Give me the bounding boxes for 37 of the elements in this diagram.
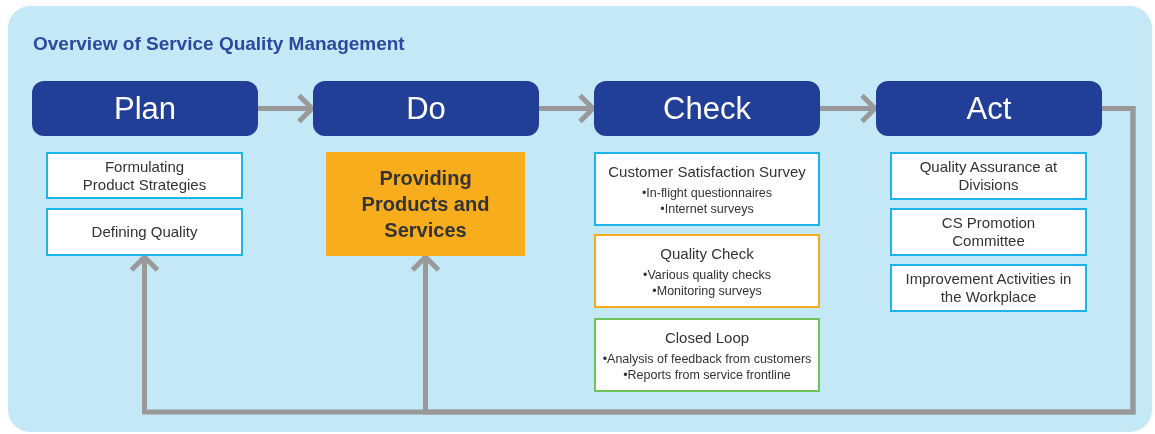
box-label: Improvement Activities in the Workplace (904, 270, 1073, 306)
arrow (258, 93, 315, 124)
process-box (46, 208, 243, 256)
phase-label: Check (663, 90, 751, 127)
process-box (594, 152, 820, 226)
process-box (890, 264, 1087, 312)
process-box (46, 152, 243, 199)
arrow (410, 106, 1136, 415)
phase-header (32, 81, 258, 136)
bullet-item: •Monitoring surveys (652, 282, 762, 299)
phase-header (876, 81, 1102, 136)
box-label: Quality Check (660, 243, 754, 264)
box-label: CS Promotion Committee (940, 214, 1037, 250)
process-box (594, 318, 820, 392)
box-label: Closed Loop (664, 327, 750, 348)
bullet-item: •Reports from service frontline (623, 366, 791, 383)
box-label: Defining Quality (91, 223, 198, 241)
diagram-title: Overview of Service Quality Management (33, 33, 405, 55)
bullet-item: •Internet surveys (660, 200, 754, 217)
bullet-item: •Various quality checks (643, 266, 771, 283)
bullet-item: •In-flight questionnaires (641, 184, 773, 201)
process-box (890, 208, 1087, 256)
box-label: Providing Products and Services (360, 166, 491, 243)
phase-header (313, 81, 539, 136)
box-label: Formulating Product Strategies (81, 157, 208, 194)
process-box (890, 152, 1087, 200)
highlight-box (326, 152, 525, 256)
arrow (820, 93, 878, 124)
bullet-item: •Analysis of feedback from customers (602, 350, 812, 367)
process-box (594, 234, 820, 308)
arrow (539, 93, 596, 124)
phase-label: Do (406, 90, 446, 127)
phase-header (594, 81, 820, 136)
box-label: Customer Satisfaction Survey (608, 161, 806, 182)
phase-label: Act (966, 90, 1012, 127)
box-label: Quality Assurance at Divisions (918, 158, 1059, 194)
phase-label: Plan (113, 90, 176, 127)
